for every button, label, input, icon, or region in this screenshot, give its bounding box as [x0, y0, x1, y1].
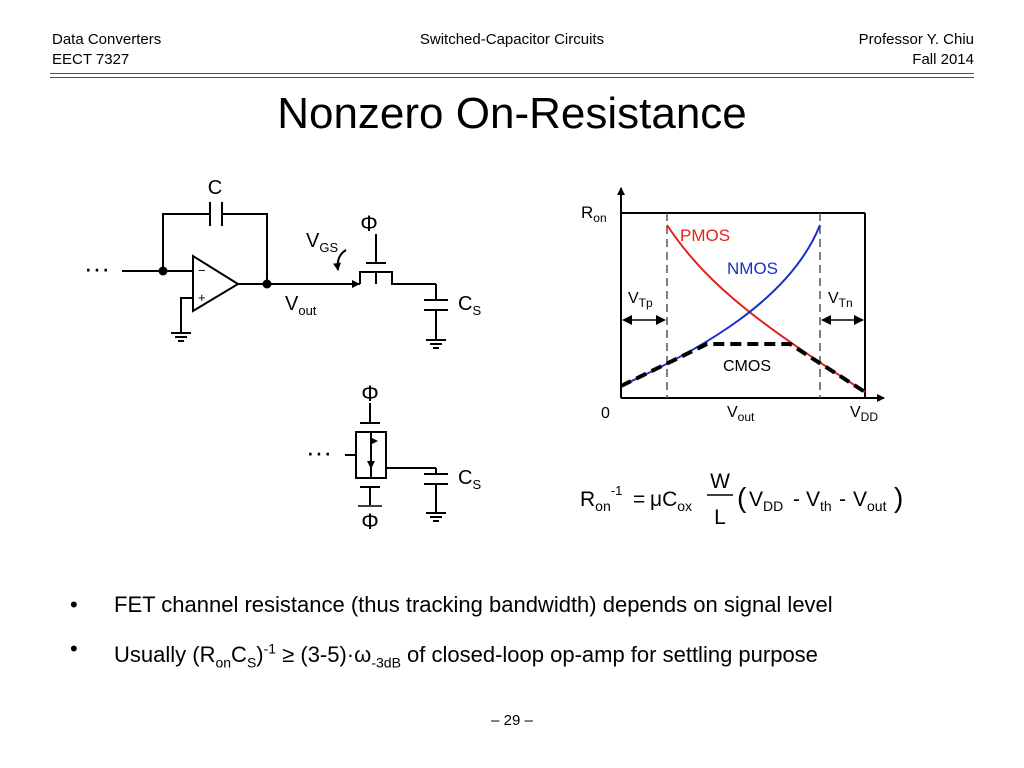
tg-input-dots: ···: [306, 437, 332, 467]
page-number: – 29 –: [491, 712, 533, 729]
bullet-item-1: • FET channel resistance (thus tracking …: [70, 590, 990, 620]
pmos-label: PMOS: [680, 226, 730, 245]
header-topic: Switched-Capacitor Circuits: [419, 31, 605, 48]
opamp-minus-sign: −: [198, 263, 206, 278]
eq-right-paren: ): [894, 482, 903, 513]
eq-vth: Vth: [806, 488, 832, 514]
circuit-opamp-switch: [122, 202, 448, 349]
eq-l: L: [714, 506, 726, 529]
header-rule-bottom: [50, 77, 974, 78]
header-left: Data Converters EECT 7327: [52, 30, 161, 70]
phi-label-1: Φ: [360, 211, 378, 236]
vgs-arrow: [333, 249, 347, 271]
switch-channel: [359, 271, 436, 285]
bullet-list: • FET channel resistance (thus tracking …: [70, 590, 990, 692]
bullet-marker: •: [70, 636, 78, 661]
nmos-arrow: [367, 461, 375, 469]
opamp-plus-wire: [180, 297, 193, 333]
x-axis-label: Vout: [727, 404, 755, 424]
opamp-plus-sign: +: [198, 290, 206, 305]
vout-label-circuit: Vout: [285, 293, 317, 318]
node-dot-input: [158, 266, 168, 276]
pmos-arrow: [370, 437, 378, 445]
header-right: Professor Y. Chiu Fall 2014: [859, 30, 974, 70]
cs-label-1: CS: [458, 293, 481, 318]
eq-minus-2: -: [839, 488, 846, 511]
ron-equation: Ron-1 = μCox W L ( VDD - Vth - Vout ): [580, 470, 903, 529]
header-rule-top: [50, 73, 974, 74]
vtn-label: VTn: [828, 290, 853, 310]
eq-mucox: μCox: [650, 488, 692, 514]
eq-vdd: VDD: [749, 488, 783, 514]
term: Fall 2014: [912, 51, 974, 68]
vtn-arrowhead-left: [821, 315, 831, 325]
nmos-label: NMOS: [727, 259, 778, 278]
professor-name: Professor Y. Chiu: [858, 31, 974, 48]
eq-vout: Vout: [853, 488, 887, 514]
phi-label-bottom: Φ: [361, 509, 379, 534]
ron-graph: [617, 187, 885, 402]
eq-equals: =: [633, 488, 645, 511]
course-name: Data Converters: [52, 31, 162, 48]
vgs-label: VGS: [306, 230, 338, 255]
feedback-wire-left: [162, 213, 210, 271]
vtp-label: VTp: [628, 290, 653, 310]
eq-ron: Ron-1: [580, 483, 622, 514]
vtp-arrowhead-right: [656, 315, 666, 325]
vdd-label: VDD: [850, 404, 878, 424]
node-dot-output: [262, 279, 272, 289]
feedback-wire-right: [222, 213, 268, 284]
cs-label-2: CS: [458, 467, 481, 492]
cmos-label: CMOS: [723, 358, 771, 375]
vtn-arrowhead-right: [854, 315, 864, 325]
bullet-text-2: Usually (RonCS)-1 ≥ (3-5)·ω-3dB of close…: [114, 641, 818, 671]
bullet-marker: •: [70, 592, 78, 617]
feedback-cap-label: C: [208, 177, 222, 199]
circuit-transmission-gate: [345, 403, 448, 522]
bullet-item-2: • Usually (RonCS)-1 ≥ (3-5)·ω-3dB of clo…: [70, 634, 990, 678]
origin-label: 0: [601, 405, 610, 422]
cmos-curve: [620, 342, 867, 394]
opamp-triangle: [192, 254, 240, 313]
vtp-arrowhead-left: [622, 315, 632, 325]
eq-minus-1: -: [793, 488, 800, 511]
nmos-curve: [620, 224, 821, 387]
ron-axis-label: Ron: [581, 203, 607, 225]
eq-left-paren: (: [737, 482, 747, 513]
switch-source-arrow: [352, 280, 360, 288]
slide-title: Nonzero On-Resistance: [277, 89, 747, 138]
bullet-text-1: FET channel resistance (thus tracking ba…: [114, 592, 833, 617]
phi-label-top: Φ: [361, 381, 379, 406]
course-code: EECT 7327: [52, 51, 130, 68]
input-dots: ···: [84, 253, 110, 283]
eq-w: W: [710, 470, 730, 493]
